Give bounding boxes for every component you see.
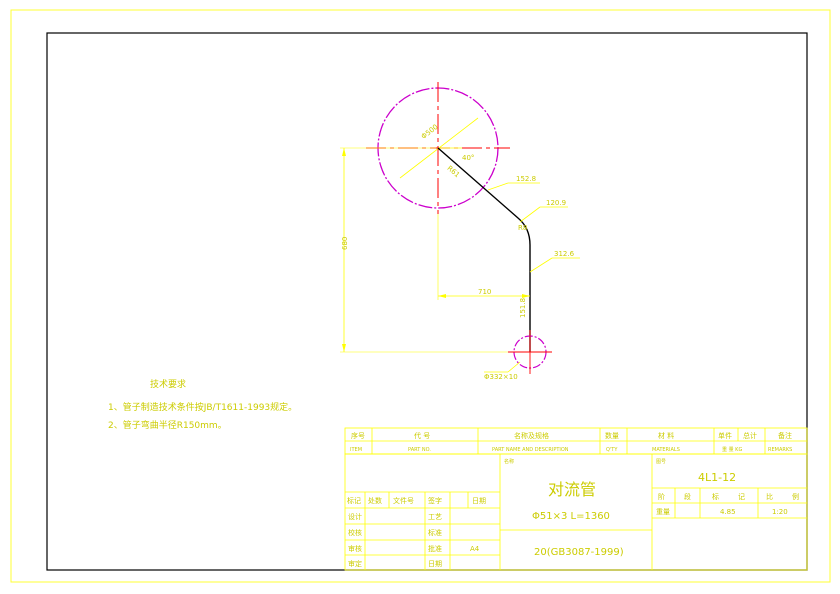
sign-role-0: 设计 — [348, 512, 362, 521]
hdr-seq-en: ITEM — [350, 447, 362, 453]
vertical-dim: 680 — [340, 147, 528, 353]
weight-label: 重量 — [656, 508, 670, 516]
weight-value: 4.85 — [720, 508, 736, 516]
stage-label-0: 阶 — [658, 492, 665, 501]
sign-col2-0: 工艺 — [428, 513, 442, 521]
dim-circle-dia: Φ500 — [420, 123, 440, 141]
stage-label-4: 比 — [766, 492, 773, 501]
drawing-no-label: 图号 — [656, 459, 666, 465]
dim-angle: 40° — [462, 154, 474, 162]
hdr-qty-cn: 数量 — [605, 431, 619, 440]
dim-bottom-vertical: 151.8 — [519, 298, 527, 318]
rev-header-2: 文件号 — [393, 496, 414, 505]
sign-col2-3: 日期 — [428, 560, 442, 568]
notes-line2: 2、管子弯曲半径R150mm。 — [108, 419, 227, 431]
sign-role-2: 审核 — [348, 544, 362, 553]
sheet-border — [10, 9, 831, 583]
hdr-weight-total: 总计 — [743, 431, 757, 440]
drawing-no: 4L1-12 — [698, 471, 736, 484]
hdr-code-en: PART NO. — [408, 447, 431, 453]
dim-horizontal: 710 — [478, 288, 491, 296]
leader-dims: 152.8 120.9 R8 312.6 — [487, 175, 580, 273]
dim-bottom-label: Φ332×10 — [484, 373, 518, 381]
dim-leader1: 152.8 — [516, 175, 536, 183]
hdr-name-cn: 名称及规格 — [514, 431, 549, 440]
hdr-seq-cn: 序号 — [351, 431, 365, 440]
stage-label-2: 标 — [712, 492, 719, 501]
hdr-mat-cn: 材 料 — [658, 431, 674, 440]
part-name: 对流管 — [548, 480, 596, 499]
hdr-mat-en: MATERIALS — [652, 447, 680, 453]
hdr-name-en: PART NAME AND DESCRIPTION — [492, 447, 569, 453]
title-block — [344, 427, 808, 571]
sign-col2-2: 批准 — [428, 544, 442, 553]
sign-col2-1: 标准 — [428, 528, 442, 537]
sign-col3-2: A4 — [470, 545, 480, 553]
sign-role-3: 审定 — [348, 559, 362, 568]
header-view: 151.8 Φ332×10 — [484, 298, 552, 381]
hdr-code-cn: 代 号 — [414, 431, 430, 440]
name-label: 名称 — [504, 458, 514, 465]
technical-notes: 技术要求 1、管子制造技术条件按JB/T1611-1993规定。 2、管子弯曲半… — [108, 378, 297, 431]
pipe-centerline — [437, 147, 531, 352]
part-material: 20(GB3087-1999) — [534, 547, 624, 558]
sign-role-1: 校核 — [348, 528, 362, 537]
hdr-remark-en: REMARKS — [768, 447, 792, 453]
dim-leader3: 312.6 — [554, 250, 575, 258]
notes-line1: 1、管子制造技术条件按JB/T1611-1993规定。 — [108, 401, 297, 413]
hdr-remark-cn: 备注 — [778, 431, 792, 440]
drawing-frame — [46, 32, 808, 571]
stage-label-3: 记 — [738, 493, 745, 501]
rev-header-4: 日期 — [472, 497, 486, 505]
part-spec: Φ51×3 L=1360 — [532, 511, 610, 522]
horizontal-dim: 710 — [437, 214, 530, 300]
dim-angle2: R8 — [518, 224, 527, 232]
rev-header-0: 标记 — [347, 496, 361, 505]
stage-label-1: 段 — [684, 492, 691, 501]
title-block-text: 序号 ITEM 代 号 PART NO. 名称及规格 PART NAME AND… — [347, 431, 799, 568]
hdr-weight-en: 重 量 KG — [722, 446, 742, 453]
scale-value: 1:20 — [772, 508, 788, 516]
rev-header-3: 签字 — [428, 496, 442, 505]
hdr-weight-single: 单件 — [718, 431, 732, 440]
notes-heading: 技术要求 — [150, 378, 186, 390]
stage-label-5: 例 — [792, 492, 799, 501]
dim-leader2: 120.9 — [546, 199, 566, 207]
rev-header-1: 处数 — [368, 496, 382, 505]
hdr-qty-en: Q'TY — [606, 447, 618, 453]
dim-vertical: 680 — [341, 237, 349, 250]
